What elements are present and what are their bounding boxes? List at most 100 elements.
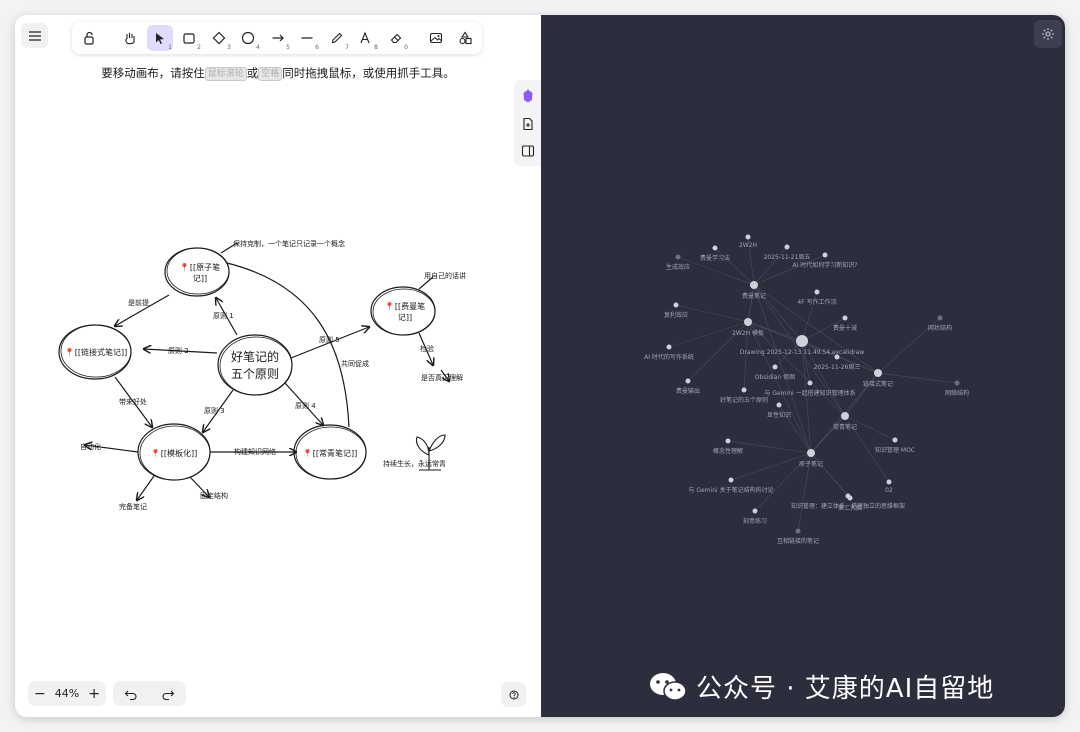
graph-node-label: 显性知识 [766,411,792,419]
help-button[interactable] [501,682,526,707]
graph-node-label: 概念性理解 [712,447,744,455]
graph-edge [801,317,846,342]
zoom-in-button[interactable]: + [88,685,100,702]
graph-node[interactable] [744,318,752,326]
graph-view-pane[interactable] [541,15,1065,717]
graph-edge [727,440,812,454]
text-icon [360,31,370,44]
graph-node[interactable] [807,380,813,386]
obsidian-icon [523,89,533,103]
cost-label-2: 记]] [398,313,412,322]
obsidian-button[interactable] [518,86,538,106]
zoom-value[interactable]: 44% [54,687,80,700]
graph-node[interactable] [874,369,882,377]
graph-node[interactable] [741,387,747,393]
graph-edge [753,284,846,417]
drawing-canvas[interactable]: 好笔记的 五个原则 📍[[原子笔 记]] 📍[[链接式笔记]] 📍[[模板化]]… [15,15,541,717]
tool-arrow[interactable]: 5 [265,25,291,51]
principle1-label: 原则 1 [213,312,234,320]
diamond-icon [212,31,226,45]
graph-edge [877,317,941,374]
graph-edge [747,321,812,454]
watermark: 公众号 · 艾康的AI自留地 [648,668,994,705]
tool-selection[interactable]: 1 [147,25,173,51]
ellipse-icon [241,31,255,45]
graph-node[interactable] [954,380,960,386]
atomic-label-2: 记]] [193,274,207,283]
tool-image[interactable] [423,25,449,51]
graph-canvas[interactable] [15,15,1065,717]
graph-node[interactable] [822,252,828,258]
graph-node-label: 第二大脑 [837,504,863,512]
zoom-out-button[interactable]: − [34,685,46,702]
graph-edge [668,321,749,348]
side-panel [514,80,541,166]
tool-eraser[interactable]: 0 [383,25,409,51]
keep-atomic-label: 保持克制，一个笔记只记录一个概念 [233,239,345,248]
graph-edge [743,321,749,391]
graph-edge [774,340,803,368]
graph-node[interactable] [745,234,751,240]
tool-ellipse[interactable]: 4 [235,25,261,51]
graph-node[interactable] [675,254,681,260]
undo-icon[interactable] [124,688,138,700]
graph-edge [778,404,812,454]
graph-node[interactable] [795,528,801,534]
graph-node-label: 原子笔记 [798,461,824,468]
graph-edge [747,284,755,323]
graph-node[interactable] [841,412,849,420]
graph-node[interactable] [750,281,758,289]
graph-node[interactable] [892,437,898,443]
graph-edge [747,321,803,342]
tool-library[interactable] [452,25,478,51]
graph-node[interactable] [807,449,815,457]
graph-edge [801,340,879,374]
graph-node-label: 网状结构 [927,324,953,332]
tool-hand[interactable] [117,25,143,51]
graph-node[interactable] [685,378,691,384]
hint-key-space: 空格 [258,67,283,81]
fixed-structure-label: 固定结构 [200,491,228,500]
mutual-label: 共同促成 [341,359,369,368]
tool-rectangle[interactable]: 2 [176,25,202,51]
tool-line[interactable]: 6 [294,25,320,51]
graph-node[interactable] [784,244,790,250]
linked-label: 📍[[链接式笔记]] [65,347,127,357]
tool-diamond[interactable]: 3 [206,25,232,51]
main-menu-button[interactable] [21,23,48,48]
toggle-sidebar-button[interactable] [518,141,538,161]
graph-node[interactable] [752,508,758,514]
graph-node[interactable] [937,315,943,321]
image-icon [429,32,443,44]
graph-node[interactable] [834,354,840,360]
graph-node[interactable] [796,335,808,347]
hamburger-icon [28,30,41,41]
graph-node[interactable] [772,364,778,370]
help-icon [509,690,518,699]
graph-edge [677,256,755,286]
redo-icon[interactable] [161,688,175,700]
graph-node[interactable] [886,479,892,485]
tool-lock[interactable] [76,25,102,51]
app-window: 好笔记的 五个原则 📍[[原子笔 记]] 📍[[链接式笔记]] 📍[[模板化]]… [15,15,1065,717]
graph-settings-button[interactable] [1034,20,1062,48]
tool-text[interactable]: 8 [353,25,379,51]
graph-node-label: Drawing 2025-12-13 11.49.54.excalidraw [739,349,865,356]
excalidraw-pane[interactable]: 好笔记的 五个原则 📍[[原子笔 记]] 📍[[链接式笔记]] 📍[[模板化]]… [15,15,541,717]
new-file-button[interactable] [518,114,538,134]
graph-node[interactable] [725,438,731,444]
graph-node[interactable] [814,289,820,295]
graph-node[interactable] [666,344,672,350]
hand-icon [125,33,135,45]
graph-edge [877,372,958,384]
graph-node[interactable] [673,302,679,308]
graph-node[interactable] [728,477,734,483]
graph-node[interactable] [712,245,718,251]
graph-edge [797,452,812,532]
graph-node-label: 2W2H [738,241,758,249]
grow-label: 持续生长，永远常青 [383,459,446,468]
graph-node[interactable] [842,315,848,321]
graph-node[interactable] [847,495,853,501]
tool-draw[interactable]: 7 [324,25,350,51]
graph-node[interactable] [776,402,782,408]
